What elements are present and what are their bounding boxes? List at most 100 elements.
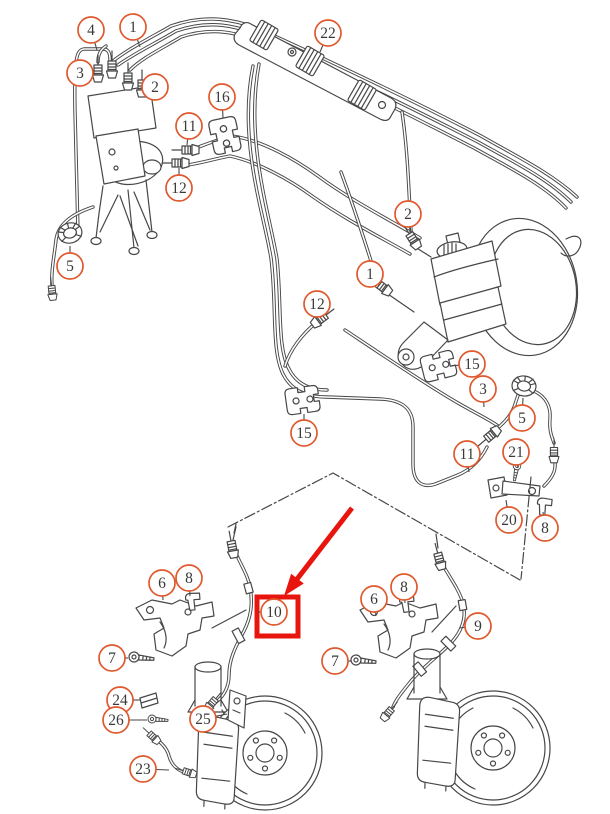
callout-number: 11 bbox=[182, 118, 197, 135]
callout-number: 6 bbox=[158, 575, 166, 592]
callout-leader bbox=[155, 768, 170, 771]
callout-circle bbox=[129, 755, 157, 783]
front-right-brake-assembly bbox=[349, 533, 551, 806]
callout-circle bbox=[66, 59, 94, 87]
callout-circle bbox=[148, 569, 176, 597]
callout-22: 22 bbox=[314, 19, 342, 53]
callout-number: 20 bbox=[501, 512, 517, 529]
callout-number: 15 bbox=[464, 356, 480, 373]
front-left-brake-assembly bbox=[127, 523, 323, 811]
pipe-retaining-strip bbox=[233, 19, 397, 122]
callout-number: 3 bbox=[76, 65, 84, 82]
separator-dash-lines bbox=[227, 472, 532, 581]
callout-leader bbox=[215, 713, 228, 717]
callout-15: 15 bbox=[290, 414, 318, 447]
callout-circle bbox=[453, 440, 481, 468]
callout-circle bbox=[290, 419, 318, 447]
callout-8: 8 bbox=[531, 511, 559, 542]
callout-3: 3 bbox=[66, 59, 97, 87]
callout-number: 4 bbox=[87, 22, 95, 39]
callout-number: 23 bbox=[135, 761, 151, 778]
callout-number: 1 bbox=[129, 19, 137, 36]
callout-16: 16 bbox=[208, 83, 236, 119]
callout-leader bbox=[136, 39, 141, 48]
callout-number: 11 bbox=[460, 446, 475, 463]
callout-5: 5 bbox=[56, 246, 84, 280]
callout-circle bbox=[189, 705, 217, 733]
callout-circle bbox=[394, 200, 422, 228]
callout-number: 7 bbox=[331, 653, 339, 670]
callout-8: 8 bbox=[175, 564, 203, 597]
callout-number: 8 bbox=[541, 520, 549, 537]
callout-11: 11 bbox=[453, 440, 481, 473]
callout-1: 1 bbox=[356, 260, 384, 288]
callout-circle bbox=[356, 260, 384, 288]
callout-2: 2 bbox=[139, 73, 169, 101]
callout-number: 26 bbox=[108, 712, 124, 729]
callout-leader bbox=[186, 138, 189, 146]
callout-5: 5 bbox=[508, 397, 536, 432]
callout-23: 23 bbox=[129, 755, 170, 783]
callout-number: 2 bbox=[151, 79, 159, 96]
callout-circle bbox=[531, 514, 559, 542]
abs-hydraulic-unit bbox=[45, 50, 200, 302]
callout-circle bbox=[208, 83, 236, 111]
callout-circle bbox=[360, 585, 388, 613]
callout-circle bbox=[508, 404, 536, 432]
callout-1: 1 bbox=[119, 13, 147, 48]
highlight-arrow-shaft bbox=[291, 506, 354, 585]
callout-number: 3 bbox=[479, 381, 487, 398]
callout-circle bbox=[77, 16, 105, 44]
callout-circle bbox=[303, 290, 331, 318]
callout-circle bbox=[502, 438, 530, 466]
callout-circle bbox=[175, 112, 203, 140]
callout-circle bbox=[98, 644, 126, 672]
callout-11: 11 bbox=[175, 112, 203, 146]
callout-leader bbox=[458, 626, 466, 629]
callout-15: 15 bbox=[449, 350, 486, 378]
callout-8: 8 bbox=[390, 573, 418, 604]
callout-number: 24 bbox=[112, 692, 128, 709]
callout-circle bbox=[321, 647, 349, 675]
callout-leader bbox=[449, 364, 460, 367]
callout-7: 7 bbox=[321, 647, 351, 675]
callout-12: 12 bbox=[303, 290, 331, 318]
callout-circle bbox=[390, 573, 418, 601]
callout-number: 12 bbox=[309, 296, 325, 313]
callout-circle bbox=[469, 375, 497, 403]
callout-number: 12 bbox=[171, 180, 187, 197]
callout-leader bbox=[505, 499, 508, 508]
callout-circle bbox=[56, 252, 84, 280]
callout-number: 21 bbox=[508, 444, 524, 461]
callout-circle bbox=[141, 73, 169, 101]
callout-number: 8 bbox=[185, 570, 193, 587]
callout-leader bbox=[94, 42, 98, 51]
callout-number: 2 bbox=[404, 206, 412, 223]
callout-2: 2 bbox=[394, 200, 422, 233]
callout-circle bbox=[464, 612, 492, 640]
master-cylinder-reservoir bbox=[397, 232, 507, 370]
callout-6: 6 bbox=[148, 569, 176, 601]
callout-21: 21 bbox=[502, 438, 530, 469]
callout-number: 5 bbox=[518, 410, 526, 427]
callout-circle bbox=[175, 564, 203, 592]
highlight-layer bbox=[254, 506, 354, 639]
hose-bracket-right bbox=[487, 461, 554, 518]
callout-9: 9 bbox=[458, 612, 492, 640]
callout-number: 9 bbox=[474, 618, 482, 635]
callout-number: 8 bbox=[400, 579, 408, 596]
callout-leader bbox=[467, 466, 470, 473]
callout-circle bbox=[495, 506, 523, 534]
callout-3: 3 bbox=[469, 375, 497, 408]
callout-circle bbox=[314, 19, 342, 47]
callout-circle bbox=[165, 174, 193, 202]
callout-number: 1 bbox=[366, 266, 374, 283]
callout-number: 22 bbox=[320, 25, 336, 42]
callout-4: 4 bbox=[77, 16, 105, 51]
callout-7: 7 bbox=[98, 644, 128, 672]
callout-circle bbox=[458, 350, 486, 378]
callout-number: 10 bbox=[266, 604, 282, 621]
callout-circle bbox=[260, 598, 288, 626]
